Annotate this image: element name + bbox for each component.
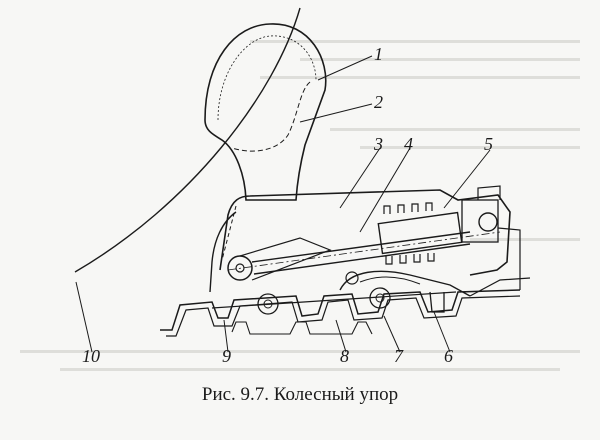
callout-10: 10 <box>82 346 100 366</box>
leader-lines <box>75 55 491 353</box>
spring-mechanism <box>377 185 521 290</box>
wheel-chock-drawing: 1 2 3 4 5 6 7 8 9 10 <box>20 7 580 371</box>
figure-caption: Рис. 9.7. Колесный упор <box>201 384 399 405</box>
callout-1: 1 <box>374 44 383 64</box>
callout-7: 7 <box>394 346 404 366</box>
lever-arm <box>239 237 332 281</box>
callout-6: 6 <box>444 346 453 366</box>
handle-grip <box>204 23 327 201</box>
callout-9: 9 <box>222 346 231 366</box>
handle-cover-line <box>231 81 311 152</box>
wheel-contour <box>74 7 301 273</box>
latch <box>339 270 531 313</box>
rod-centerline <box>227 231 501 271</box>
body-lower-edge <box>209 211 237 293</box>
base-plate <box>211 291 457 309</box>
callout-4: 4 <box>404 134 413 154</box>
floor-rail <box>231 321 373 335</box>
rod <box>251 231 471 275</box>
callout-2: 2 <box>374 92 383 112</box>
handle-inner-line <box>217 35 317 121</box>
callout-8: 8 <box>340 346 349 366</box>
show-through-background <box>20 40 580 371</box>
callout-3: 3 <box>373 134 383 154</box>
floor-plate <box>160 289 521 337</box>
chock-body <box>219 189 511 276</box>
callout-5: 5 <box>484 134 493 154</box>
rollers <box>257 287 391 315</box>
body-dashed-side <box>221 205 237 261</box>
